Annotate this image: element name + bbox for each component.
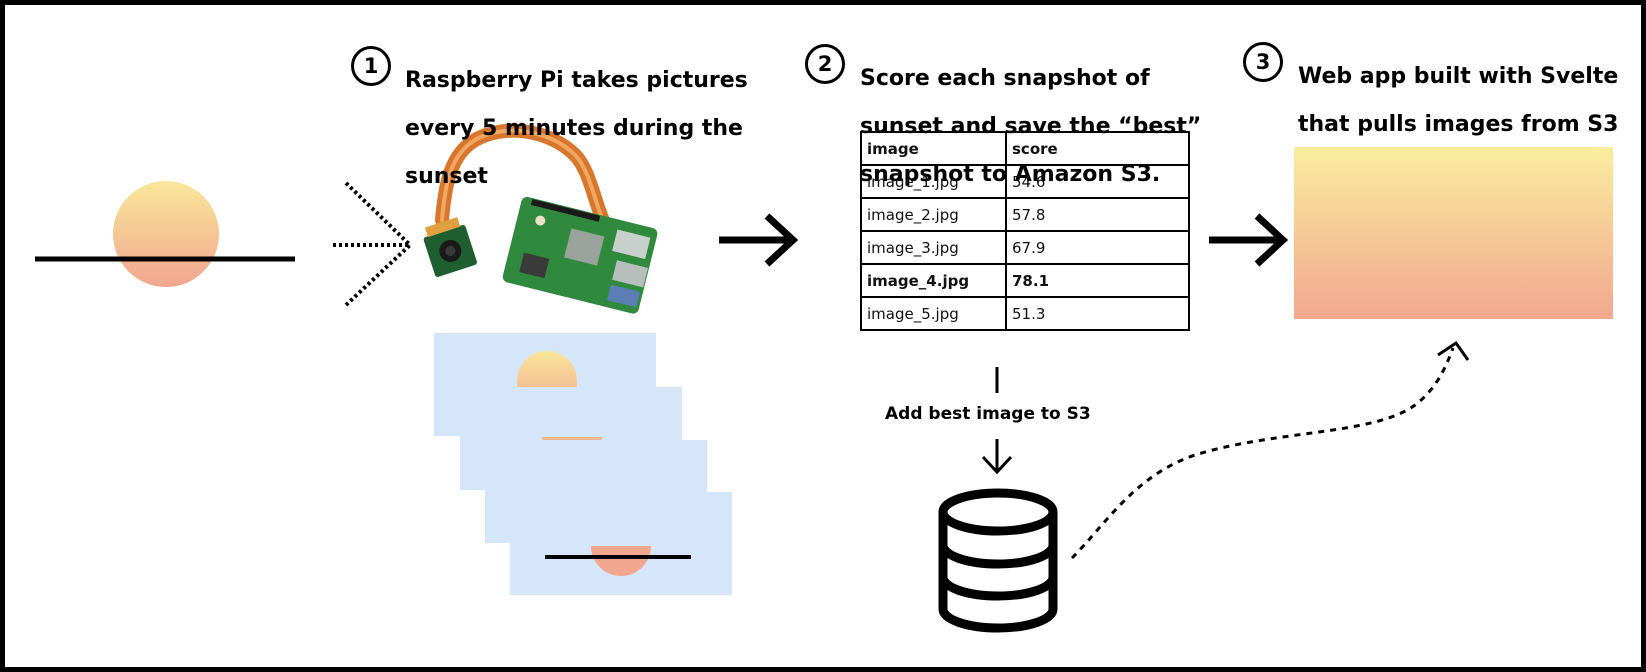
step-1-marker: 1 (351, 46, 391, 86)
snapshot-frame-4 (510, 492, 732, 595)
table-row-best: image_4.jpg 78.1 (860, 263, 1190, 298)
column-header-image: image (860, 131, 1007, 166)
cell-score: 54.6 (1005, 164, 1190, 199)
cell-image: image_2.jpg (860, 197, 1007, 232)
raspberry-pi-camera-icon (423, 123, 658, 314)
cell-score: 51.3 (1005, 296, 1190, 331)
arrow-right-icon (719, 213, 799, 267)
table-row: image_2.jpg 57.8 (860, 197, 1190, 232)
column-header-score: score (1005, 131, 1190, 166)
cell-image: image_4.jpg (860, 263, 1007, 298)
add-best-image-label: Add best image to S3 (885, 404, 1091, 424)
cell-score: 67.9 (1005, 230, 1190, 265)
arrow-head-icon (1437, 340, 1470, 361)
diagram-graphics (35, 123, 1613, 633)
cell-image: image_3.jpg (860, 230, 1007, 265)
step-1-title-line: every 5 minutes during the (405, 116, 743, 141)
cell-score: 57.8 (1005, 197, 1190, 232)
score-table: image score image_1.jpg 54.6 image_2.jpg… (860, 131, 1190, 331)
table-row: image_3.jpg 67.9 (860, 230, 1190, 265)
snapshot-stack (434, 333, 732, 595)
arrow-down-icon (981, 439, 1013, 475)
step-2-marker: 2 (805, 44, 845, 84)
capture-rays (333, 181, 412, 307)
step-1-title: Raspberry Pi takes pictures every 5 minu… (405, 45, 748, 213)
step-3-title: Web app built with Svelte that pulls ima… (1298, 41, 1618, 161)
s3-to-webapp-connector (1070, 347, 1455, 560)
step-2-title-line: Score each snapshot of (860, 66, 1150, 91)
webapp-preview (1294, 147, 1613, 319)
step-3-marker: 3 (1243, 42, 1283, 82)
step-3-title-line: Web app built with Svelte (1298, 64, 1619, 89)
step-1-title-line: sunset (405, 164, 488, 189)
step-1-title-line: Raspberry Pi takes pictures (405, 68, 748, 93)
table-row: image_1.jpg 54.6 (860, 164, 1190, 199)
database-icon (938, 488, 1058, 633)
step-3-title-line: that pulls images from S3 (1298, 112, 1619, 137)
cell-image: image_1.jpg (860, 164, 1007, 199)
sunset-illustration (35, 181, 295, 287)
table-row: image_5.jpg 51.3 (860, 296, 1190, 331)
cell-score: 78.1 (1005, 263, 1190, 298)
cell-image: image_5.jpg (860, 296, 1007, 331)
arrow-right-icon (1209, 213, 1289, 267)
table-header-row: image score (860, 131, 1190, 166)
